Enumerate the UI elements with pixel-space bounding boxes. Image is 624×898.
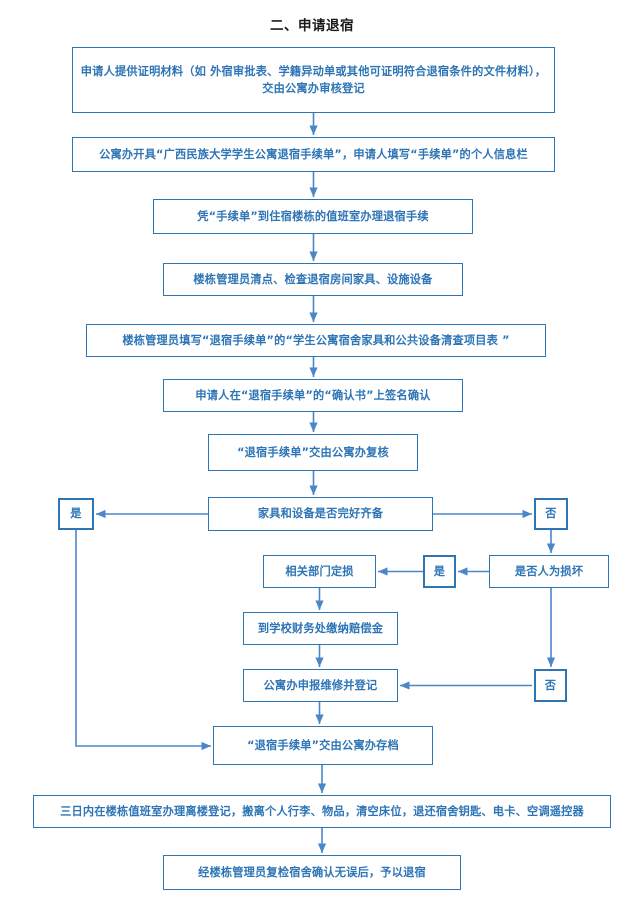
node-report-repair[interactable]: 公寓办申报维修并登记 [243, 669, 398, 702]
node-branch-no-lower[interactable]: 否 [534, 669, 567, 702]
node-pay-compensation-label: 到学校财务处缴纳赔偿金 [257, 621, 384, 635]
node-decision-furniture-intact-label: 家具和设备是否完好齐备 [257, 507, 384, 521]
node-department-assess-label: 相关部门定损 [285, 564, 354, 578]
node-inventory-check[interactable]: 楼栋管理员清点、检查退宿房间家具、设施设备 [163, 263, 463, 296]
node-checkout-three-days[interactable]: 三日内在楼栋值班室办理离楼登记，搬离个人行李、物品，清空床位，退还宿舍钥匙、电卡… [33, 795, 611, 828]
node-checkout-three-days-label: 三日内在楼栋值班室办理离楼登记，搬离个人行李、物品，清空床位，退还宿舍钥匙、电卡… [60, 804, 584, 818]
node-final-approval-label: 经楼栋管理员复检宿舍确认无误后，予以退宿 [198, 865, 426, 879]
node-branch-no-lower-label: 否 [544, 678, 557, 692]
node-form-review-label: “退宿手续单”交由公寓办复核 [237, 445, 389, 459]
node-branch-no-right-label: 否 [545, 507, 557, 521]
page-title: 二、申请退宿 [270, 18, 354, 34]
node-form-review[interactable]: “退宿手续单”交由公寓办复核 [208, 434, 418, 471]
node-fill-inventory-table-label: 楼栋管理员填写“退宿手续单”的“学生公寓宿舍家具和公共设备清查项目表 ” [122, 333, 510, 347]
node-fill-inventory-table[interactable]: 楼栋管理员填写“退宿手续单”的“学生公寓宿舍家具和公共设备清查项目表 ” [86, 324, 546, 357]
node-decision-human-damage[interactable]: 是否人为损坏 [489, 555, 609, 588]
node-applicant-sign[interactable]: 申请人在“退宿手续单”的“确认书”上签名确认 [163, 379, 463, 412]
node-branch-no-right[interactable]: 否 [534, 498, 568, 530]
node-branch-yes-middle[interactable]: 是 [423, 555, 456, 588]
node-branch-yes-left-label: 是 [70, 507, 82, 521]
node-archive-form[interactable]: “退宿手续单”交由公寓办存档 [213, 726, 433, 765]
node-branch-yes-left[interactable]: 是 [58, 498, 94, 530]
node-issue-form[interactable]: 公寓办开具“广西民族大学学生公寓退宿手续单”，申请人填写“手续单”的个人信息栏 [72, 137, 555, 172]
node-branch-yes-middle-label: 是 [433, 564, 446, 578]
node-department-assess[interactable]: 相关部门定损 [263, 555, 376, 588]
node-pay-compensation[interactable]: 到学校财务处缴纳赔偿金 [243, 612, 398, 645]
node-applicant-sign-label: 申请人在“退宿手续单”的“确认书”上签名确认 [195, 388, 431, 402]
node-decision-furniture-intact[interactable]: 家具和设备是否完好齐备 [208, 497, 433, 531]
node-decision-human-damage-label: 是否人为损坏 [514, 564, 584, 578]
node-submit-materials-label: 申请人提供证明材料（如 外宿审批表、学籍异动单或其他可证明符合退宿条件的文件材料… [80, 64, 547, 95]
edge-yes-left-to-archive [75, 530, 211, 751]
node-archive-form-label: “退宿手续单”交由公寓办存档 [247, 738, 399, 752]
node-submit-materials[interactable]: 申请人提供证明材料（如 外宿审批表、学籍异动单或其他可证明符合退宿条件的文件材料… [72, 47, 555, 113]
node-duty-room-procedure[interactable]: 凭“手续单”到住宿楼栋的值班室办理退宿手续 [153, 199, 473, 234]
node-inventory-check-label: 楼栋管理员清点、检查退宿房间家具、设施设备 [193, 272, 433, 286]
node-final-approval[interactable]: 经楼栋管理员复检宿舍确认无误后，予以退宿 [163, 855, 461, 890]
node-issue-form-label: 公寓办开具“广西民族大学学生公寓退宿手续单”，申请人填写“手续单”的个人信息栏 [99, 147, 528, 161]
node-report-repair-label: 公寓办申报维修并登记 [263, 678, 378, 692]
node-duty-room-procedure-label: 凭“手续单”到住宿楼栋的值班室办理退宿手续 [197, 209, 429, 223]
